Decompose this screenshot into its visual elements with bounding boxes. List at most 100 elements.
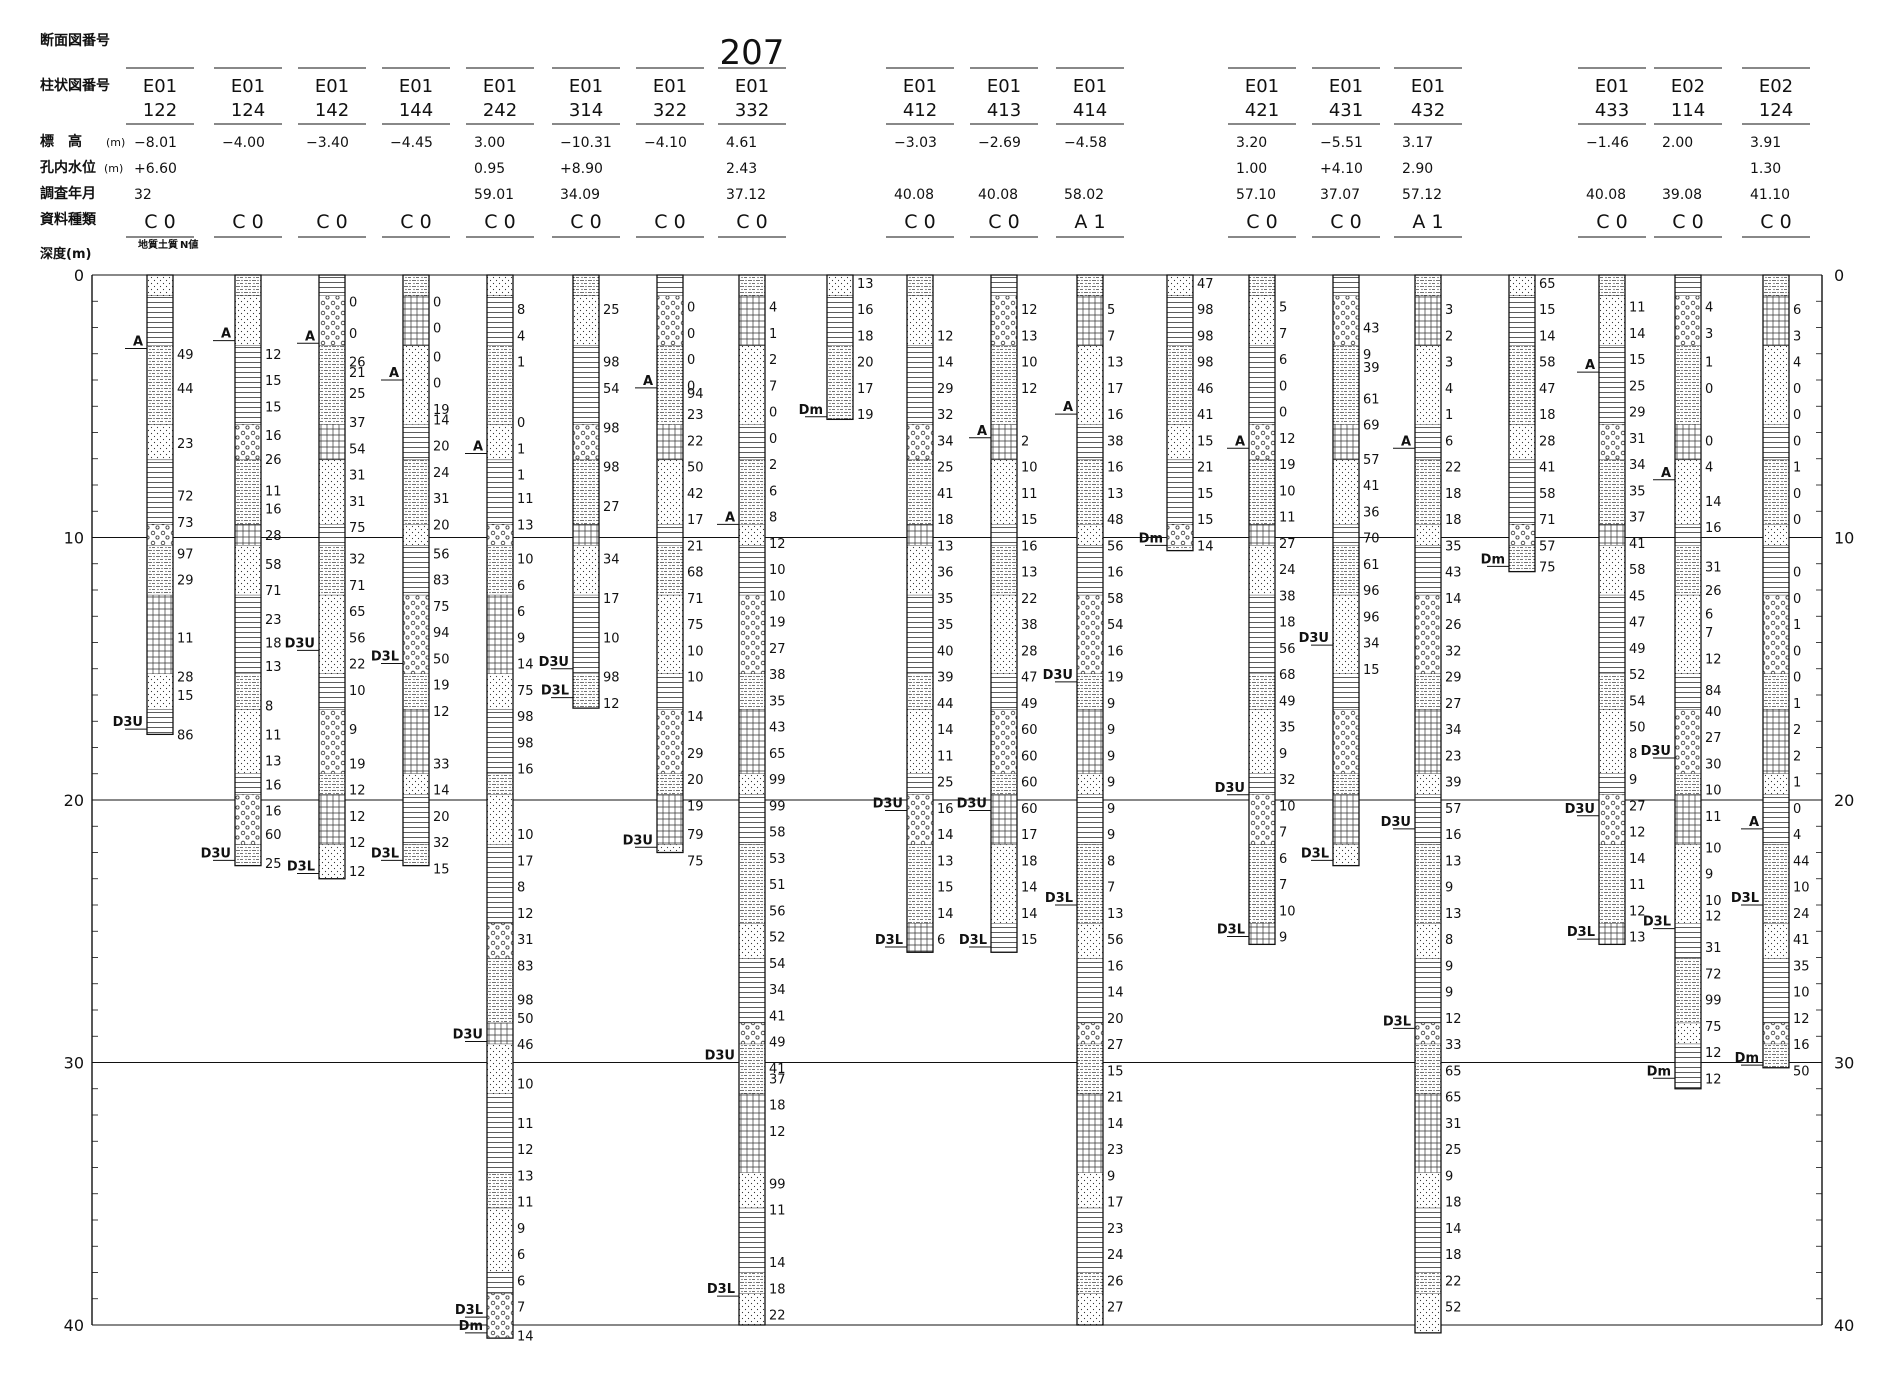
- geologic-unit-label: A: [1063, 400, 1073, 415]
- n-value-label: 24: [433, 466, 450, 481]
- n-value-label: 16: [265, 778, 282, 793]
- column-number-suffix: 144: [399, 100, 433, 121]
- n-value-label: 58: [1107, 592, 1124, 607]
- n-value-label: 4: [1705, 461, 1713, 476]
- n-value-label: 16: [1705, 521, 1722, 536]
- n-value-label: 20: [433, 518, 450, 533]
- n-value-label: 12: [1279, 432, 1296, 447]
- soil-layer: [739, 1272, 765, 1294]
- soil-column-label: 土質: [158, 238, 178, 251]
- soil-layer: [657, 674, 683, 710]
- soil-layer: [403, 460, 429, 525]
- borehole-column: 0026212537543131753271655622109191212121…: [285, 274, 366, 880]
- n-value-label: 9: [349, 723, 357, 738]
- soil-layer: [487, 296, 513, 346]
- soil-layer: [403, 296, 429, 346]
- borehole-column: 1214293234254118133635354039441411251614…: [873, 274, 954, 953]
- n-value-label: 41: [1539, 461, 1556, 476]
- geologic-unit-label: A: [133, 335, 143, 350]
- soil-layer: [403, 545, 429, 596]
- soil-layer: [1415, 296, 1441, 346]
- column-outline: [318, 274, 346, 880]
- soil-layer: [1415, 424, 1441, 461]
- n-value-label: 34: [1363, 637, 1380, 652]
- soil-layer: [657, 545, 683, 596]
- soil-layer: [147, 345, 173, 425]
- n-value-label: 11: [265, 728, 282, 743]
- soil-layer: [1675, 345, 1701, 425]
- elevation-value: −8.01: [134, 135, 177, 151]
- soil-layer: [657, 773, 683, 795]
- n-value-label: 26: [1705, 584, 1722, 599]
- n-value-label: 71: [1539, 513, 1556, 528]
- data-type-value: C 0: [316, 211, 347, 233]
- soil-layer: [1333, 844, 1359, 866]
- n-value-label: 12: [937, 329, 954, 344]
- elevation-value: −4.45: [390, 135, 433, 151]
- data-type-value: C 0: [144, 211, 175, 233]
- n-value-label: 0: [1793, 802, 1801, 817]
- column-outline: [486, 274, 514, 1339]
- n-value-label: 65: [769, 747, 786, 762]
- borehole-column: 63400010000100122104441024413510121650AD…: [1731, 274, 1810, 1079]
- n-value-label: 27: [1705, 731, 1722, 746]
- n-value-label: 19: [1107, 671, 1124, 686]
- geologic-unit-label: D3L: [1567, 925, 1595, 940]
- soil-layer: [1249, 709, 1275, 774]
- column-outline: [1166, 274, 1194, 552]
- n-value-label: 16: [1107, 566, 1124, 581]
- right-depth-tick-label: 10: [1834, 529, 1854, 548]
- soil-layer: [487, 1094, 513, 1173]
- soil-layer: [319, 595, 345, 674]
- soil-layer: [739, 524, 765, 546]
- n-value-label: 99: [769, 773, 786, 788]
- soil-layer: [739, 794, 765, 845]
- column-number-prefix: E01: [1329, 76, 1363, 97]
- soil-layer: [1509, 545, 1535, 572]
- n-value-label: 18: [1279, 616, 1296, 631]
- soil-layer: [1763, 345, 1789, 425]
- soil-layer: [1333, 275, 1359, 296]
- n-value-label: 56: [769, 904, 786, 919]
- soil-layer: [907, 524, 933, 546]
- geologic-unit-label: D3L: [1643, 915, 1671, 930]
- n-value-label: 24: [1793, 907, 1810, 922]
- soil-layer: [1599, 545, 1625, 596]
- soil-layer: [657, 424, 683, 461]
- soil-layer: [1333, 674, 1359, 710]
- geologic-unit-label: D3U: [1299, 631, 1329, 646]
- n-value-label: 41: [1629, 537, 1646, 552]
- column-outline: [1414, 274, 1442, 1334]
- n-value-label: 0: [433, 295, 441, 310]
- column-outline: [990, 274, 1018, 953]
- n-value-label: 98: [517, 736, 534, 751]
- n-value-label: 0: [1279, 379, 1287, 394]
- soil-layer: [827, 296, 853, 346]
- n-value-label: 35: [1629, 484, 1646, 499]
- n-value-label: 9: [1445, 1169, 1453, 1184]
- n-value-label: 19: [349, 757, 366, 772]
- soil-layer: [907, 545, 933, 596]
- n-value-label: 13: [1445, 907, 1462, 922]
- survey-date-label: 調査年月: [40, 185, 96, 202]
- n-value-label: 15: [1629, 353, 1646, 368]
- soil-layer: [1763, 794, 1789, 845]
- soil-layer: [739, 1172, 765, 1209]
- soil-layer: [991, 794, 1017, 845]
- soil-layer: [1415, 674, 1441, 710]
- n-value-label: 43: [1445, 566, 1462, 581]
- soil-layer: [573, 345, 599, 425]
- n-value-label: 1: [1793, 461, 1801, 476]
- soil-layer: [573, 296, 599, 346]
- n-value-label: 14: [937, 356, 954, 371]
- soil-layer: [657, 460, 683, 525]
- soil-layer: [1167, 524, 1193, 546]
- n-value-label: 10: [1793, 881, 1810, 896]
- n-value-label: 0: [1705, 434, 1713, 449]
- soil-layer: [1763, 296, 1789, 346]
- column-number-suffix: 431: [1329, 100, 1363, 121]
- left-depth-tick-label: 10: [64, 529, 84, 548]
